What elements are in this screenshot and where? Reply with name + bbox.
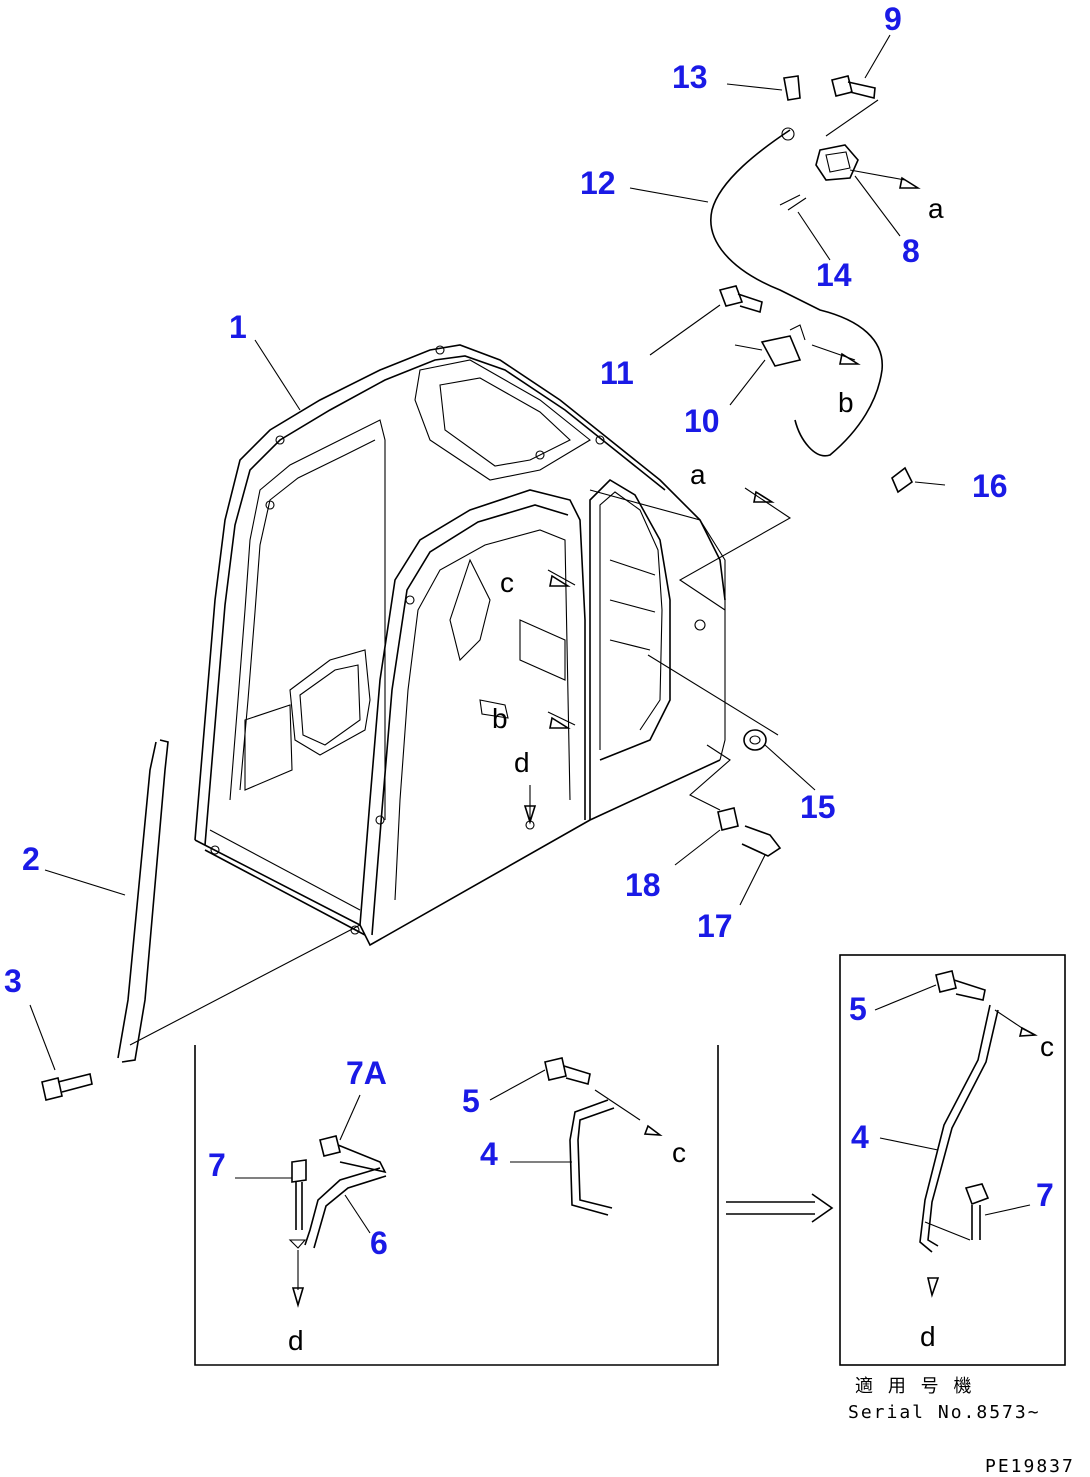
transition-arrow — [726, 1193, 834, 1223]
ref-a-upper: a — [928, 193, 944, 224]
callout-17: 17 — [697, 908, 733, 944]
callout-1: 1 — [229, 309, 247, 345]
reference-letters: a b a c b d c d c d — [288, 193, 1054, 1356]
applicable-label: 適 用 号 機 — [855, 1376, 974, 1397]
callout-18: 18 — [625, 867, 661, 903]
detail-box-left — [194, 1045, 719, 1366]
ref-line-b — [647, 654, 779, 736]
bolt-18 — [717, 807, 739, 831]
callout-4-left: 4 — [480, 1136, 498, 1172]
ref-b-cab: b — [492, 703, 508, 734]
callouts: 1 2 3 9 13 12 8 14 11 10 16 15 18 17 7A … — [4, 1, 1054, 1261]
ref-c-left-box: c — [672, 1137, 686, 1168]
callout-7-left: 7 — [208, 1147, 226, 1183]
callout-11: 11 — [600, 355, 634, 391]
ref-d-right-box: d — [920, 1321, 936, 1352]
callout-5-left: 5 — [462, 1083, 480, 1119]
bolt-17 — [741, 825, 782, 857]
callout-6: 6 — [370, 1225, 388, 1261]
callout-4-right: 4 — [851, 1119, 869, 1155]
callout-15: 15 — [800, 789, 836, 825]
stay-rod — [117, 739, 361, 1063]
callout-2: 2 — [22, 841, 40, 877]
callout-10: 10 — [684, 403, 720, 439]
callout-9: 9 — [884, 1, 902, 37]
drawing-code: PE19837 — [985, 1456, 1075, 1477]
ref-c-right-box: c — [1040, 1031, 1054, 1062]
callout-7-right: 7 — [1036, 1177, 1054, 1213]
ref-line-a — [678, 487, 792, 611]
detail-box-right — [839, 954, 1066, 1366]
washer-15 — [743, 729, 767, 751]
harness-assembly — [710, 75, 914, 494]
callout-5-right: 5 — [849, 991, 867, 1027]
callout-12: 12 — [580, 165, 616, 201]
callout-13: 13 — [672, 59, 708, 95]
ref-d-cab: d — [514, 747, 530, 778]
ref-a-cab: a — [690, 459, 706, 490]
ref-d-left-box: d — [288, 1325, 304, 1356]
bolt-3 — [41, 1073, 93, 1101]
ref-b-upper: b — [838, 387, 854, 418]
leader-lines — [29, 34, 1031, 1234]
callout-14: 14 — [816, 257, 852, 293]
callout-16: 16 — [972, 468, 1008, 504]
ref-c-cab: c — [500, 567, 514, 598]
callout-8: 8 — [902, 233, 920, 269]
callout-3: 3 — [4, 963, 22, 999]
cab-frame — [194, 344, 726, 947]
serial-label: Serial No.8573~ — [848, 1402, 1041, 1423]
serial-note: 適 用 号 機 Serial No.8573~ — [848, 1376, 1041, 1423]
callout-7A: 7A — [346, 1055, 387, 1091]
